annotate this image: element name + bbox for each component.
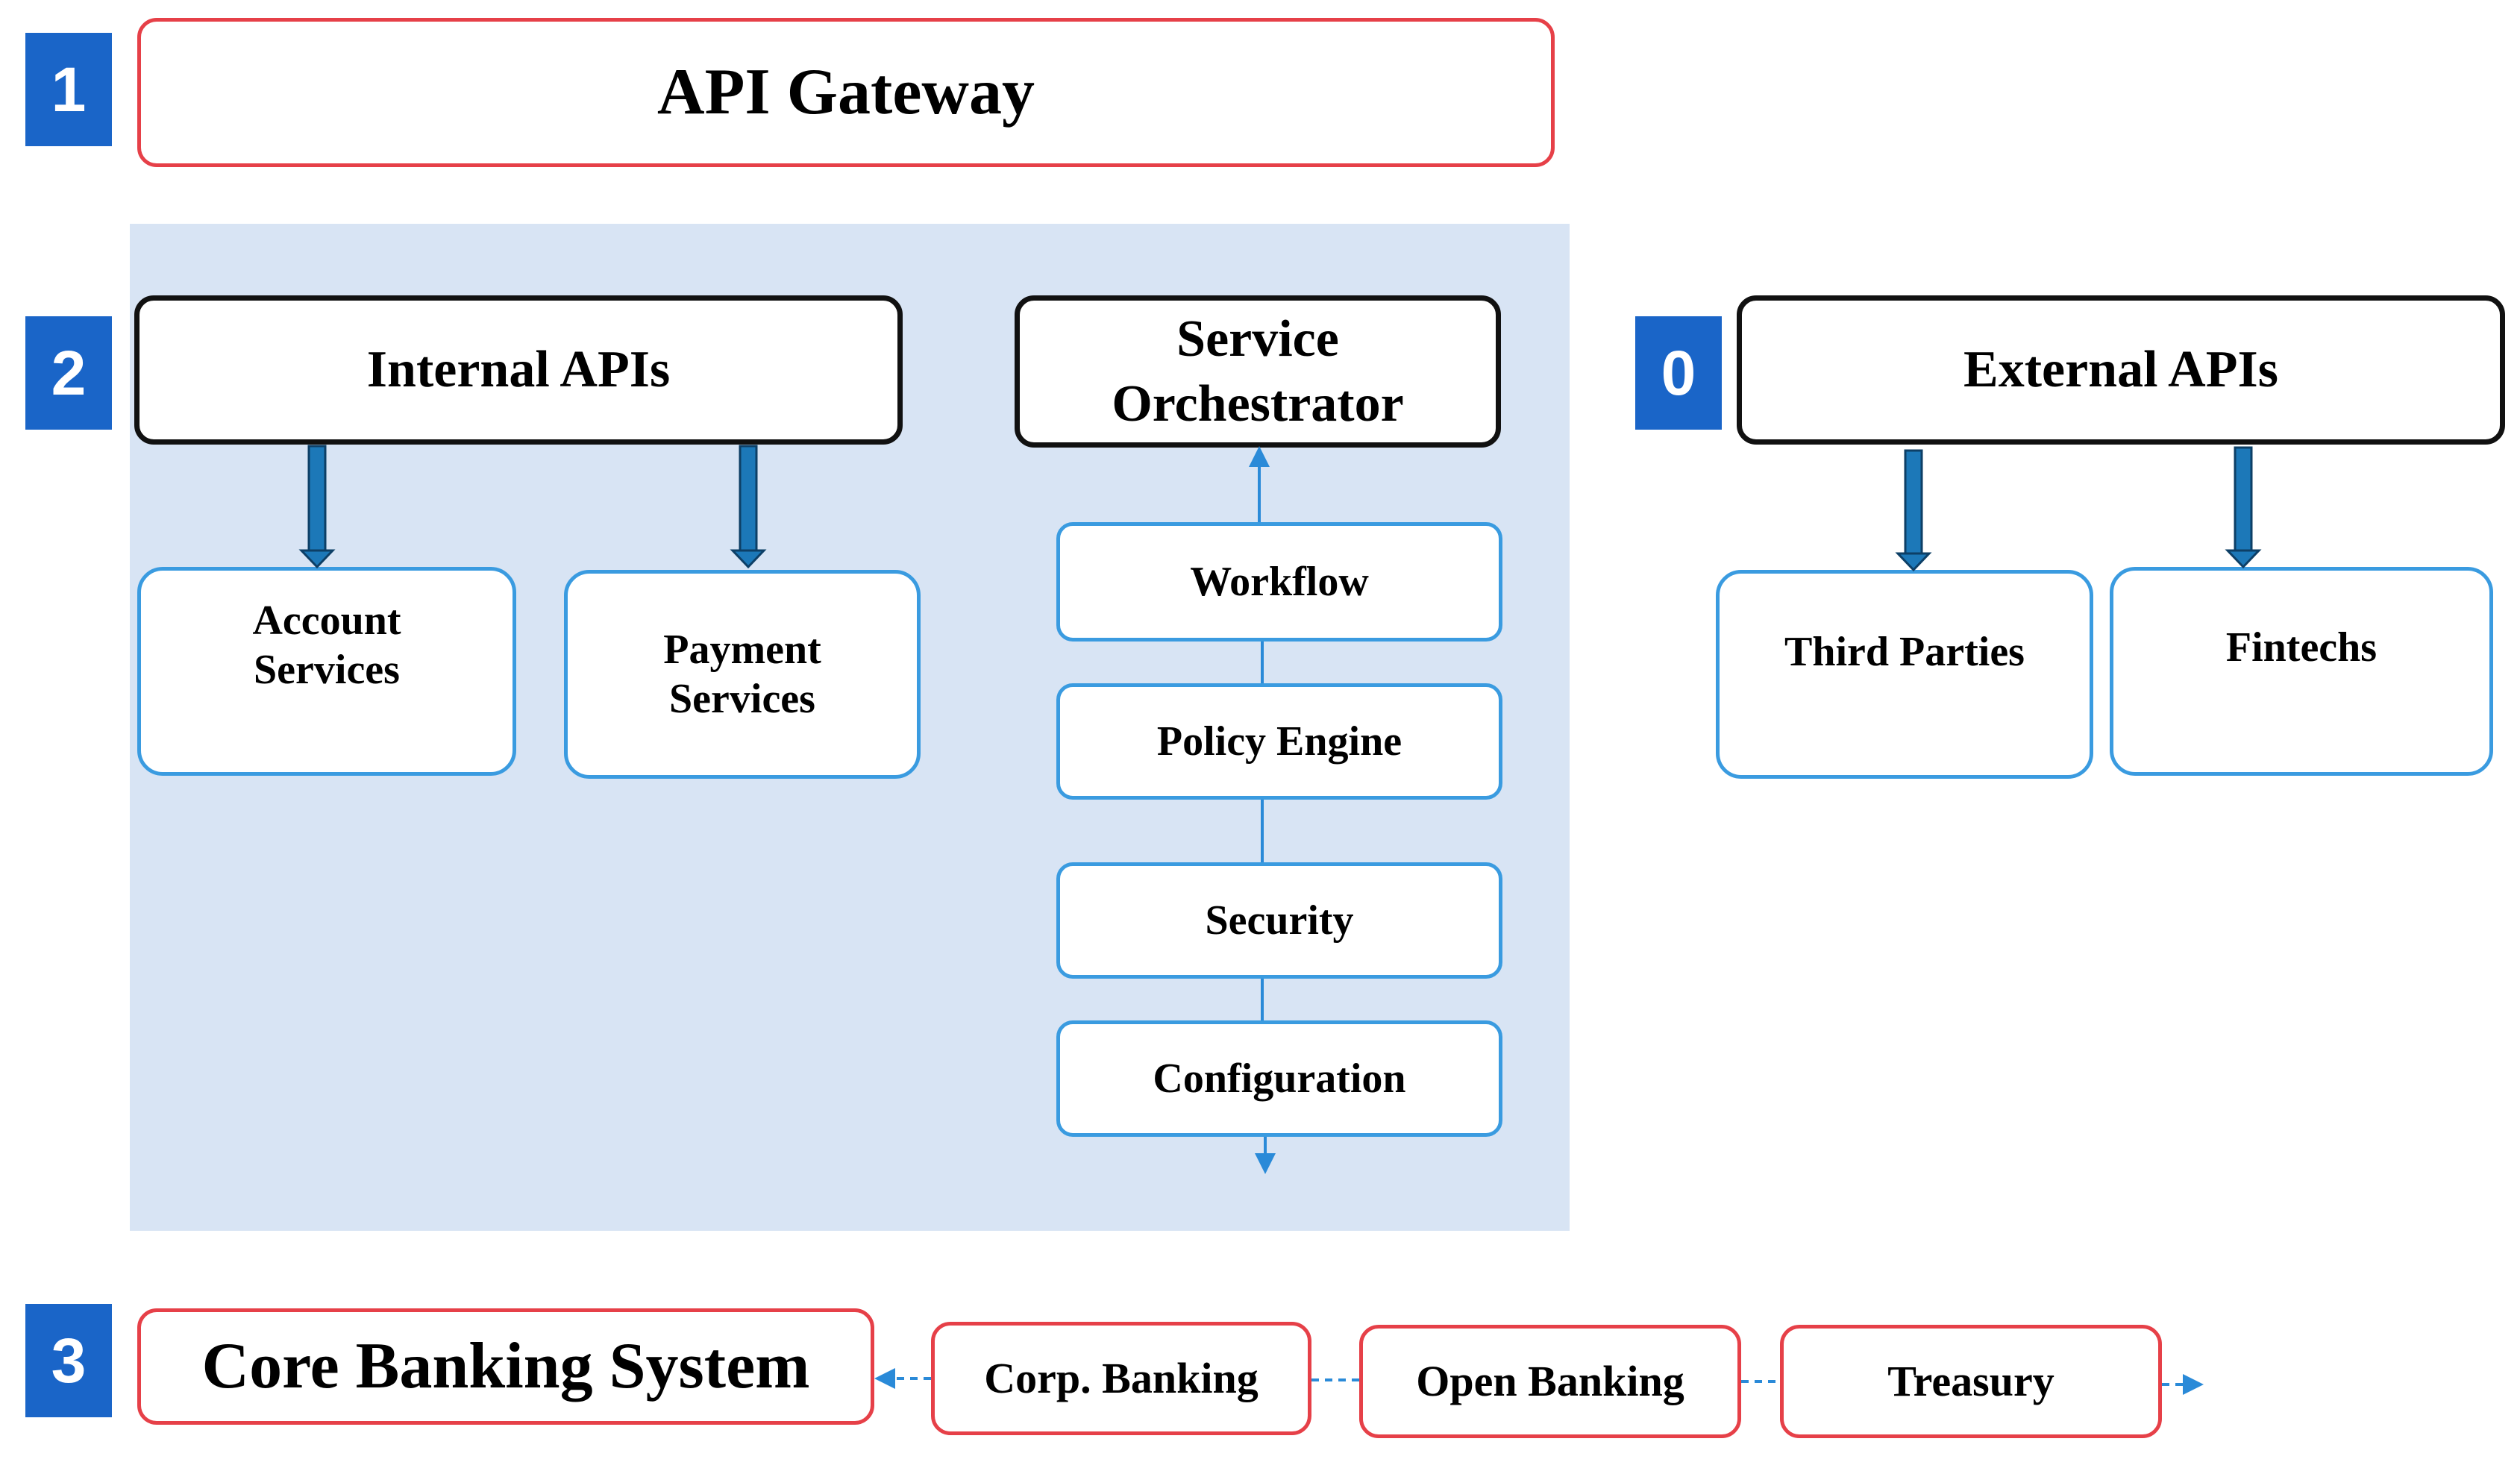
external-apis-box[interactable]: External APIs bbox=[1737, 295, 2505, 445]
security-box[interactable]: Security bbox=[1056, 862, 1502, 979]
core-banking-system-label: Core Banking System bbox=[201, 1330, 810, 1403]
core-banking-system-box[interactable]: Core Banking System bbox=[137, 1308, 874, 1425]
account-services-label: Account Services bbox=[252, 597, 401, 694]
third-parties-box[interactable]: Third Parties bbox=[1716, 570, 2093, 779]
api-gateway-box[interactable]: API Gateway bbox=[137, 18, 1555, 167]
external-to-third-parties-arrow bbox=[1895, 449, 1932, 572]
layer-badge-0: 0 bbox=[1635, 316, 1722, 430]
service-orchestrator-box[interactable]: Service Orchestrator bbox=[1015, 295, 1501, 448]
policy-engine-label: Policy Engine bbox=[1156, 718, 1402, 765]
policy-engine-box[interactable]: Policy Engine bbox=[1056, 683, 1502, 800]
open-banking-box[interactable]: Open Banking bbox=[1359, 1325, 1741, 1438]
corp-banking-box[interactable]: Corp. Banking bbox=[931, 1322, 1311, 1435]
fintechs-label: Fintechs bbox=[2225, 624, 2378, 671]
configuration-label: Configuration bbox=[1153, 1055, 1406, 1102]
internal-apis-box[interactable]: Internal APIs bbox=[134, 295, 903, 445]
layer-badge-2: 2 bbox=[25, 316, 112, 430]
security-label: Security bbox=[1205, 897, 1354, 944]
layer-badge-1: 1 bbox=[25, 33, 112, 146]
payment-services-label: Payment Services bbox=[663, 626, 821, 722]
workflow-label: Workflow bbox=[1190, 558, 1369, 605]
internal-to-account-arrow bbox=[298, 445, 336, 569]
service-orchestrator-label: Service Orchestrator bbox=[1112, 310, 1404, 433]
treasury-label: Treasury bbox=[1887, 1356, 2054, 1405]
account-services-box[interactable]: Account Services bbox=[137, 567, 516, 776]
payment-services-box[interactable]: Payment Services bbox=[564, 570, 921, 779]
corp-banking-label: Corp. Banking bbox=[984, 1353, 1259, 1402]
external-to-fintechs-arrow bbox=[2225, 446, 2262, 569]
internal-apis-label: Internal APIs bbox=[366, 340, 671, 398]
workflow-box[interactable]: Workflow bbox=[1056, 522, 1502, 642]
layer-badge-3: 3 bbox=[25, 1304, 112, 1417]
api-gateway-label: API Gateway bbox=[657, 56, 1035, 129]
open-banking-label: Open Banking bbox=[1416, 1356, 1684, 1405]
third-parties-label: Third Parties bbox=[1784, 629, 2025, 675]
external-apis-label: External APIs bbox=[1963, 340, 2278, 398]
internal-to-payment-arrow bbox=[730, 445, 767, 569]
fintechs-box[interactable]: Fintechs bbox=[2110, 567, 2493, 776]
configuration-box[interactable]: Configuration bbox=[1056, 1020, 1502, 1137]
treasury-box[interactable]: Treasury bbox=[1780, 1325, 2162, 1438]
